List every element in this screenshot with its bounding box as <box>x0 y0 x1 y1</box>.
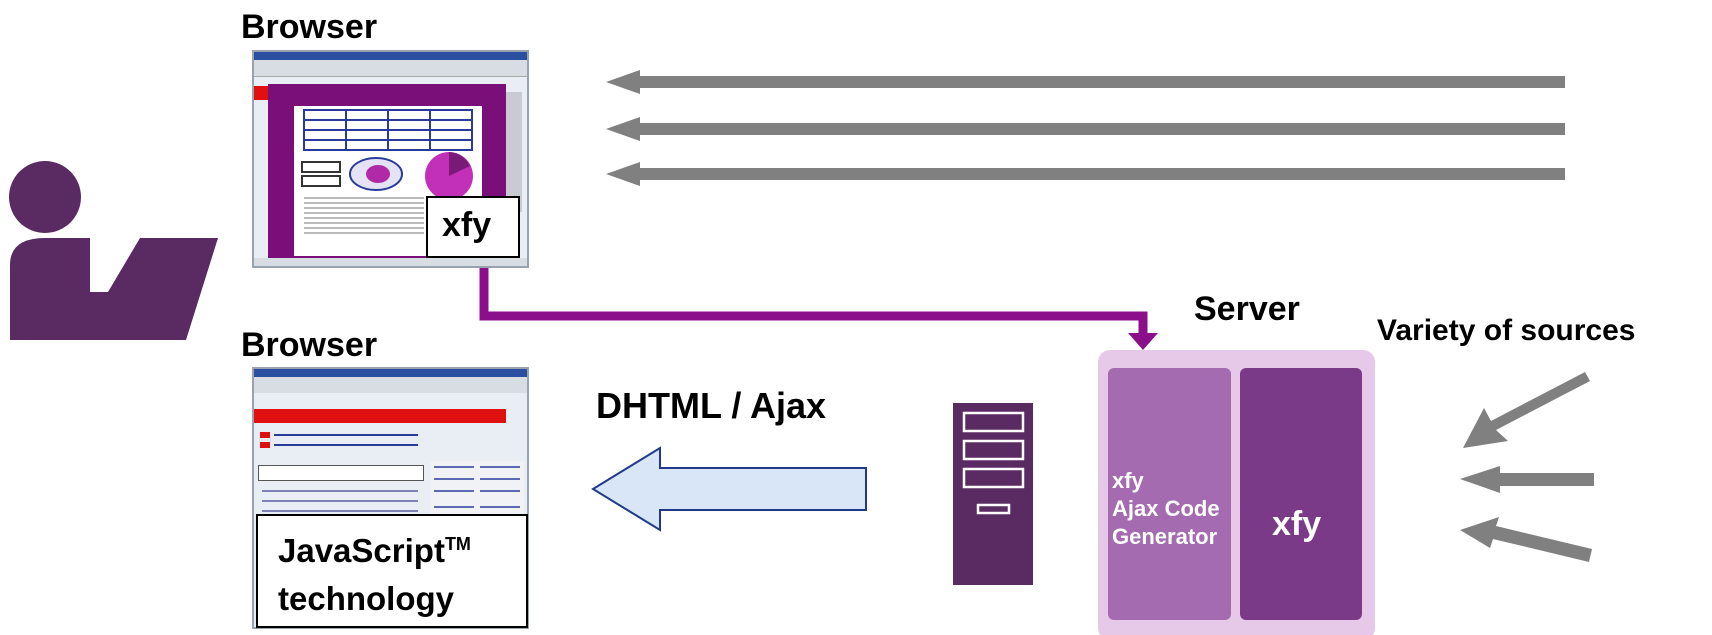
bottom-browser-title: Browser <box>241 326 378 364</box>
menu-bar <box>254 377 527 385</box>
top-xfy-callout: xfy <box>426 196 520 258</box>
ajax-arrow <box>591 446 867 532</box>
status-bar <box>254 258 527 266</box>
server-title: Server <box>1194 290 1300 328</box>
server-tower-icon <box>953 403 1033 585</box>
title-bar <box>254 369 527 377</box>
search-box <box>258 465 424 481</box>
toolbar <box>254 385 527 393</box>
xfy-content-graphics <box>301 109 474 243</box>
code-generator-line2: Ajax Code <box>1112 496 1220 521</box>
xfy-content <box>294 106 482 256</box>
title-bar <box>254 52 527 60</box>
javascript-word: JavaScript <box>278 532 445 569</box>
source-arrows <box>1460 372 1594 562</box>
code-generator-line1: xfy <box>1112 468 1144 493</box>
incoming-arrows-top <box>606 70 1565 186</box>
link-block-graphics <box>260 432 418 448</box>
person-icon <box>9 161 218 340</box>
trademark-sup: TM <box>444 534 471 554</box>
link-block <box>258 431 428 453</box>
ajax-arrow-label: DHTML / Ajax <box>596 385 827 426</box>
browser-to-server-connector <box>479 262 1158 350</box>
server-xfy-label: xfy <box>1272 505 1322 543</box>
code-generator-line3: Generator <box>1112 524 1218 549</box>
server-panel <box>1098 350 1375 635</box>
site-header <box>254 409 506 423</box>
top-xfy-callout-label: xfy <box>442 206 492 244</box>
top-browser-title: Browser <box>241 8 378 46</box>
javascript-label-line1: JavaScriptTM <box>278 532 471 570</box>
menu-bar <box>254 60 527 68</box>
toolbar <box>254 68 527 77</box>
javascript-label-line2: technology <box>278 580 455 617</box>
sources-label: Variety of sources <box>1377 314 1636 347</box>
javascript-callout: JavaScriptTM technology <box>256 514 528 628</box>
code-generator-label: xfy Ajax Code Generator <box>1112 467 1220 551</box>
